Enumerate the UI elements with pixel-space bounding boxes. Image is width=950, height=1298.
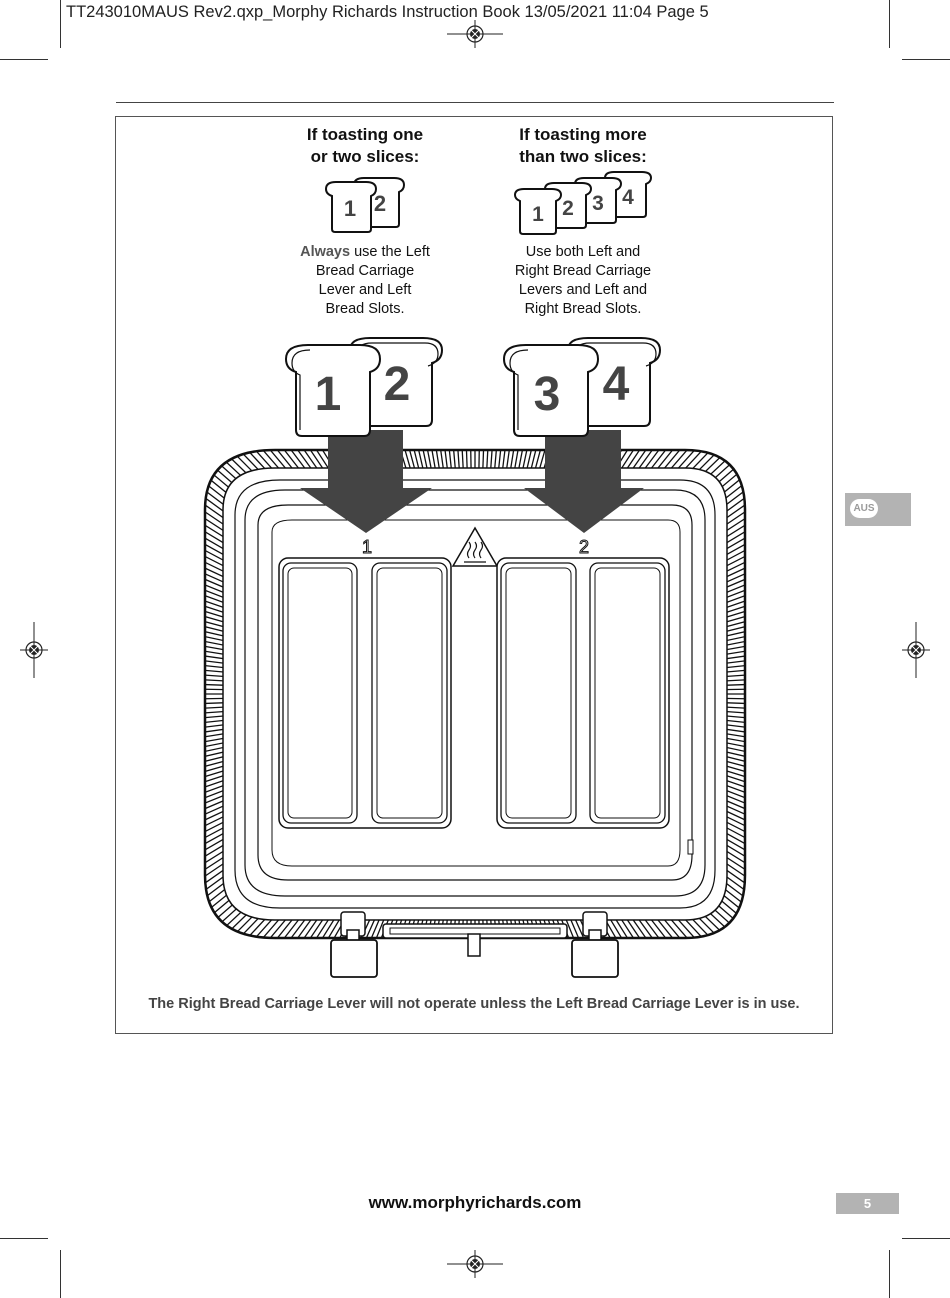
crop-mark — [0, 1238, 48, 1239]
bread-slice-icon: 1 — [284, 344, 382, 437]
region-badge: AUS — [850, 499, 878, 518]
four-slices-icon: 4 3 2 1 — [513, 171, 653, 235]
region-tab: AUS — [845, 493, 911, 526]
registration-mark-icon — [20, 622, 48, 678]
slot-label: 2 — [579, 537, 589, 557]
bread-slot — [594, 567, 661, 819]
crop-mark — [889, 0, 890, 48]
bread-slice-icon: 1 — [324, 181, 378, 233]
bread-slot — [376, 567, 443, 819]
left-carriage-lever — [330, 911, 378, 978]
two-slices-icon: 2 1 — [324, 177, 406, 233]
hot-surface-warning-icon — [451, 526, 499, 567]
right-panel-heading: If toasting more than two slices: — [519, 125, 647, 166]
left-panel-heading: If toasting one or two slices: — [306, 125, 424, 166]
bread-slot — [589, 562, 666, 824]
bread-slice-icon: 1 — [513, 188, 563, 235]
slice-number: 1 — [315, 368, 342, 421]
crop-mark — [902, 59, 950, 60]
slice-number: 2 — [562, 197, 574, 220]
slice-number: 2 — [384, 358, 411, 411]
crop-mark — [902, 1238, 950, 1239]
left-panel-instruction: Always use the Left Bread Carriage Lever… — [300, 244, 430, 317]
print-slug-line: TT243010MAUS Rev2.qxp_Morphy Richards In… — [66, 3, 709, 21]
lever-operation-note: The Right Bread Carriage Lever will not … — [148, 996, 800, 1012]
slice-number: 4 — [622, 186, 634, 209]
registration-mark-icon — [902, 622, 930, 678]
crop-mark — [60, 1250, 61, 1298]
top-rule — [116, 102, 834, 103]
bread-slot — [505, 567, 572, 819]
instruction-frame — [115, 116, 833, 1034]
page-number: 5 — [836, 1193, 899, 1214]
registration-mark-icon — [447, 20, 503, 48]
slice-number: 2 — [374, 191, 386, 216]
right-carriage-lever — [571, 911, 619, 978]
bread-slice-icon: 3 — [502, 344, 600, 437]
bread-slot — [500, 562, 577, 824]
crop-mark — [889, 1250, 890, 1298]
toaster-top-view-diagram: 1 2 2 1 — [203, 337, 747, 978]
slice-number: 1 — [532, 203, 544, 226]
slot-label: 1 — [362, 537, 372, 557]
emphasis-text: Always — [300, 244, 351, 260]
bread-slot — [371, 562, 448, 824]
website-url: www.morphyrichards.com — [368, 1193, 582, 1212]
crop-mark — [0, 59, 48, 60]
right-panel-instruction: Use both Left and Right Bread Carriage L… — [514, 244, 652, 317]
crop-mark — [60, 0, 61, 48]
down-arrow-icon — [524, 430, 644, 533]
slice-number: 3 — [534, 368, 561, 421]
bread-slot — [287, 567, 353, 819]
bread-slot — [282, 562, 358, 824]
registration-mark-icon — [447, 1250, 503, 1278]
down-arrow-icon — [300, 430, 432, 533]
slice-number: 4 — [603, 358, 630, 411]
slice-number: 3 — [592, 192, 604, 215]
slice-number: 1 — [344, 196, 356, 221]
